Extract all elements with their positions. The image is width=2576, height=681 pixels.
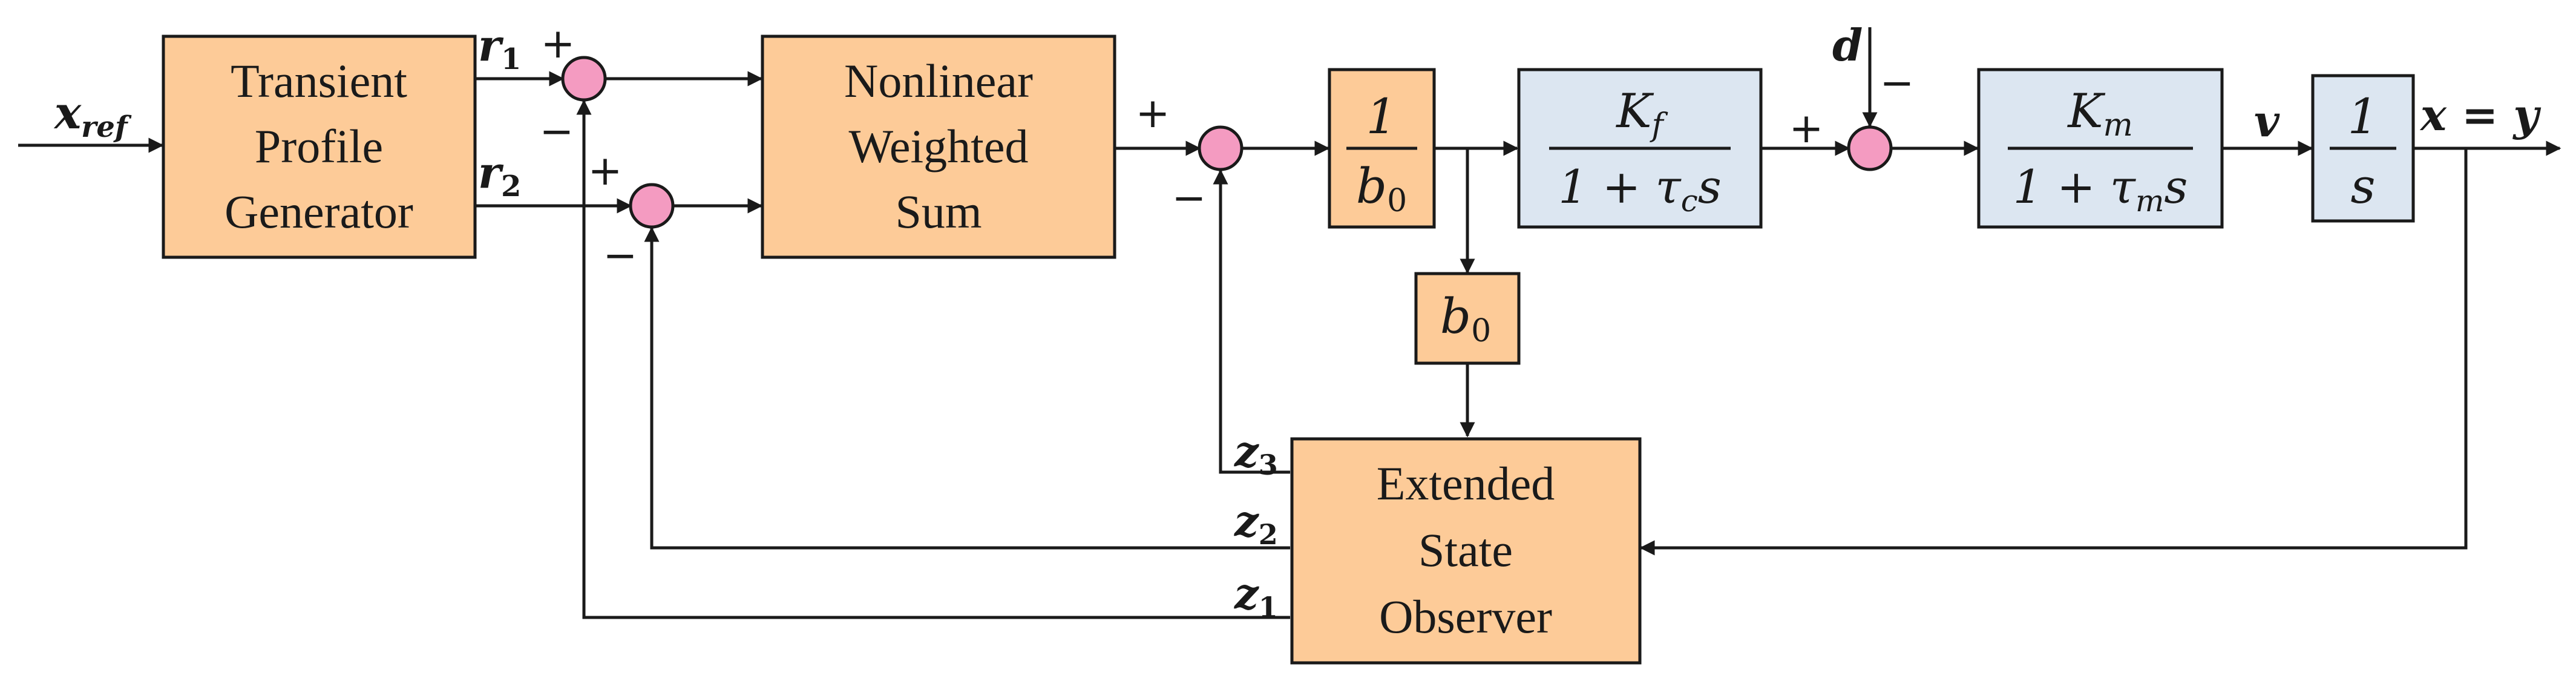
signal-z3: z3	[1233, 426, 1278, 481]
transient-profile-generator-block: Transient Profile Generator	[162, 35, 477, 259]
eso-line1: Extended	[1377, 457, 1555, 510]
nws-line3: Sum	[895, 185, 982, 238]
km-den: 1 + τms	[2013, 160, 2188, 219]
summing-junction-2	[629, 183, 675, 229]
sum2-plus-sign: +	[588, 147, 623, 195]
nws-line1: Nonlinear	[844, 54, 1033, 107]
eso-line3: Observer	[1379, 590, 1552, 643]
wire-z3	[1213, 169, 1290, 474]
integ-den: s	[2350, 158, 2375, 214]
eso-line2: State	[1418, 524, 1513, 576]
wire-z1	[576, 99, 1290, 619]
invb0-num: 1	[1366, 88, 1397, 145]
signal-r1: r1	[478, 19, 521, 76]
tpg-line3: Generator	[224, 185, 413, 238]
signal-output-x-equals-y: x = y	[2419, 89, 2541, 140]
signal-v: v	[2254, 95, 2280, 146]
inverse-b0-block: 1 b0	[1328, 68, 1436, 229]
extended-state-observer-block: Extended State Observer	[1290, 437, 1642, 665]
signal-xref: xref	[53, 87, 132, 144]
sum2-minus-sign: −	[603, 232, 638, 280]
kf-den: 1 + τcs	[1558, 160, 1721, 219]
wire-z2	[644, 226, 1290, 550]
km-num: Km	[2066, 84, 2133, 143]
integ-num: 1	[2348, 88, 2379, 145]
b0-block: b0	[1414, 272, 1521, 365]
signal-z2: z2	[1233, 496, 1278, 551]
wire-output-eso	[1639, 148, 2468, 556]
nonlinear-weighted-sum-block: Nonlinear Weighted Sum	[761, 35, 1116, 259]
wires	[18, 27, 2561, 619]
sum1-minus-sign: −	[540, 108, 574, 156]
sum1-plus-sign: +	[541, 20, 575, 68]
b0-label: b0	[1440, 288, 1491, 349]
summing-junction-4	[1847, 125, 1893, 171]
invb0-den: b0	[1356, 158, 1407, 219]
tpg-line2: Profile	[255, 120, 383, 173]
sum3-minus-sign: −	[1172, 174, 1207, 222]
summing-junction-1	[561, 56, 607, 102]
sum4-plus-sign: +	[1789, 105, 1824, 153]
kf-transfer-block: Kf 1 + τcs	[1517, 68, 1763, 229]
sum4-minus-sign: −	[1880, 59, 1915, 107]
signal-d: d	[1832, 19, 1863, 71]
tpg-line1: Transient	[231, 54, 407, 107]
km-transfer-block: Km 1 + τms	[1977, 68, 2224, 229]
sum3-plus-sign: +	[1136, 90, 1170, 137]
nws-line2: Weighted	[849, 120, 1029, 173]
summing-junction-3	[1198, 125, 1244, 171]
signal-z1: z1	[1233, 568, 1278, 623]
integrator-block: 1 s	[2311, 74, 2415, 223]
signal-r2: r2	[478, 146, 521, 203]
